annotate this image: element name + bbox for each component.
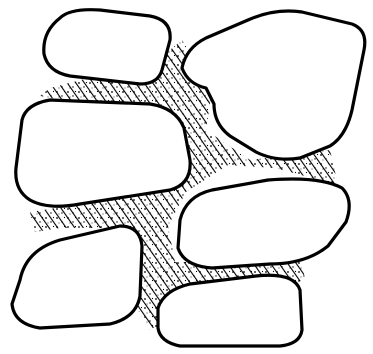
stone-bottom-left: [12, 226, 142, 328]
stone-middle-right: [178, 179, 349, 268]
stone-bottom-right: [158, 275, 302, 346]
stone-top-left: [44, 10, 170, 84]
stone-middle-left: [16, 100, 190, 206]
